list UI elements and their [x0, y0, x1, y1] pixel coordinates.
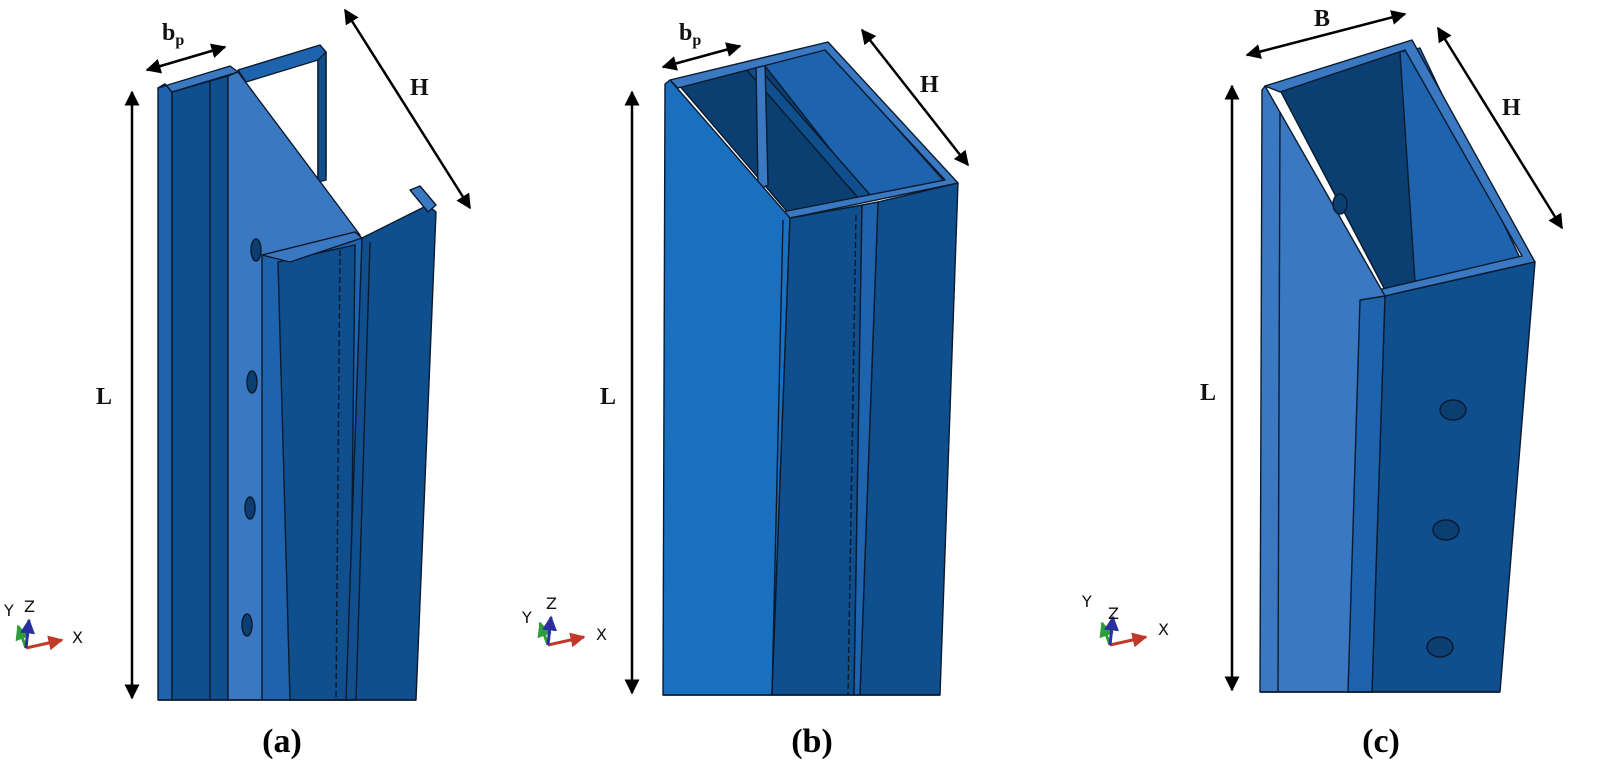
z-axis-label: Z — [1108, 604, 1119, 623]
panel-c — [1259, 39, 1536, 693]
hole-a1 — [250, 238, 262, 262]
x-axis-icon — [1109, 632, 1148, 648]
caption-c: (c) — [1362, 723, 1400, 760]
length-label-a: L — [96, 384, 112, 410]
hole-c1 — [1439, 399, 1467, 421]
x-axis-label: X — [596, 625, 607, 644]
caption-a: (a) — [262, 723, 302, 760]
edge-line-b2 — [847, 214, 857, 696]
interior-right-c — [1399, 47, 1521, 283]
width-label-a: bp — [162, 20, 184, 49]
caption-b: (b) — [791, 723, 833, 760]
dims-b — [624, 28, 969, 695]
rear-lip-a — [317, 51, 327, 183]
hole-c2 — [1432, 519, 1460, 541]
hole-a3 — [244, 496, 256, 520]
x-axis-icon — [547, 632, 586, 648]
z-axis-label: Z — [546, 594, 557, 613]
x-axis-label: X — [1158, 620, 1169, 639]
y-axis-icon — [1099, 621, 1114, 646]
hole-c3 — [1426, 636, 1454, 658]
panel-b — [662, 41, 959, 696]
x-axis-label: X — [72, 628, 83, 647]
dims-c — [1224, 10, 1564, 692]
edge-line-a3 — [355, 241, 371, 701]
height-arrow-a — [343, 8, 472, 210]
width-arrow-c — [1245, 10, 1407, 59]
y-axis-label: Y — [521, 608, 532, 627]
height-label-a: H — [410, 75, 429, 101]
y-axis-icon — [537, 621, 552, 646]
axis-triad-c: X Y Z — [1081, 592, 1169, 648]
front-inner-a — [277, 244, 356, 701]
front-right-a — [345, 204, 437, 701]
panel-a — [157, 44, 437, 701]
y-axis-icon — [15, 624, 30, 649]
width-arrow-b — [661, 42, 742, 71]
z-axis-icon — [1104, 615, 1120, 646]
y-axis-label: Y — [1081, 592, 1092, 611]
y-axis-label: Y — [3, 601, 14, 620]
edge-line-b1 — [771, 219, 784, 696]
hole-a2 — [246, 370, 258, 394]
left-flange-a — [157, 83, 173, 701]
edge-line-a2 — [335, 249, 341, 701]
height-arrow-b — [861, 28, 969, 167]
hole-a4 — [241, 613, 253, 637]
x-axis-icon — [25, 635, 64, 651]
hole-c0 — [1332, 193, 1348, 215]
axis-triad-a: X Y Z — [3, 597, 83, 651]
front-face-c — [1371, 261, 1536, 693]
z-axis-label: Z — [24, 597, 35, 616]
length-label-b: L — [600, 384, 616, 410]
edge-line-c1 — [1277, 111, 1281, 693]
length-label-c: L — [1200, 380, 1216, 406]
width-arrow-a — [145, 43, 227, 74]
width-label-b: bp — [679, 20, 701, 49]
z-axis-icon — [542, 615, 558, 646]
axis-triad-b: X Y Z — [521, 594, 607, 648]
height-arrow-c — [1436, 26, 1564, 230]
z-axis-icon — [20, 618, 36, 649]
dims-a — [124, 8, 472, 700]
height-label-c: H — [1502, 95, 1521, 121]
front-top-a — [261, 231, 363, 263]
width-label-c: B — [1314, 6, 1330, 32]
height-label-b: H — [920, 72, 939, 98]
left-web-a — [171, 75, 229, 701]
